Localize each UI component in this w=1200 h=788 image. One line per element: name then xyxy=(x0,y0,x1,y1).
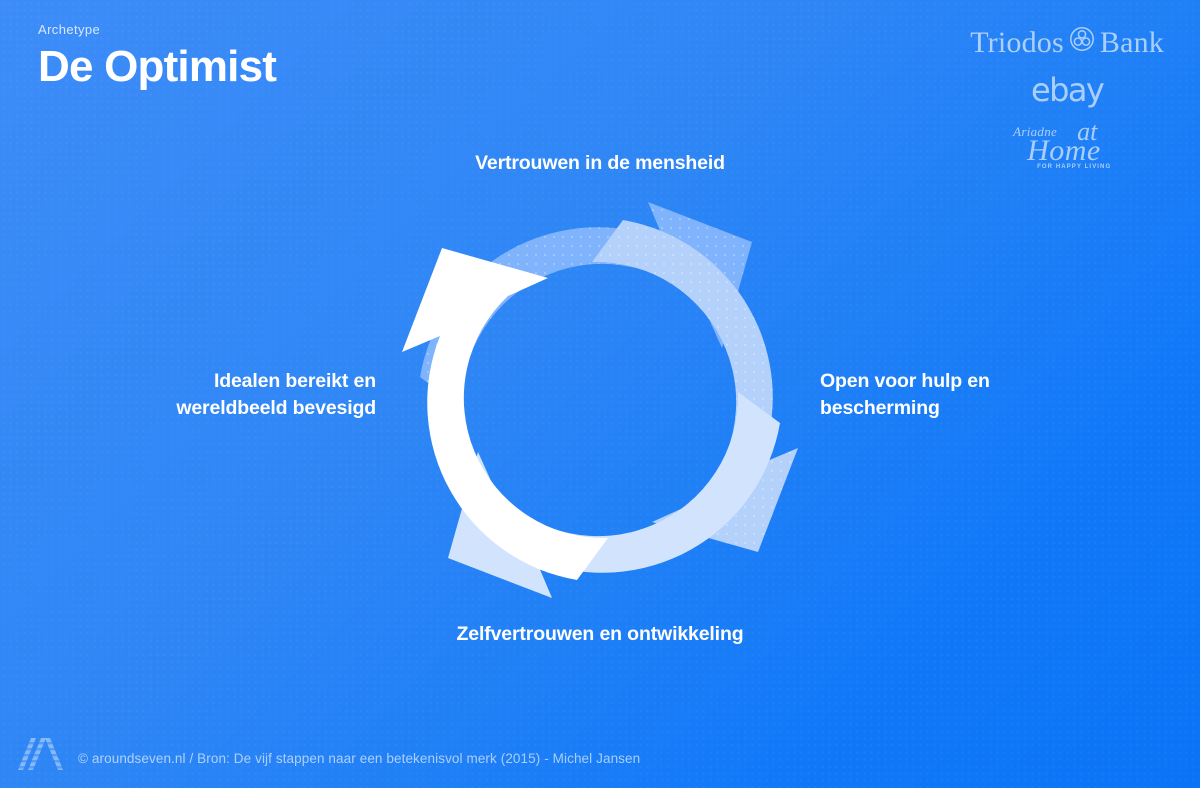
triodos-emblem-icon xyxy=(1069,26,1095,60)
triodos-bank-logo: Triodos Bank xyxy=(970,26,1164,60)
ariadne-tagline: FOR HAPPY LIVING xyxy=(1037,164,1112,170)
footer-credit: © aroundseven.nl / Bron: De vijf stappen… xyxy=(78,751,641,766)
cycle-label-left-line2: wereldbeeld bevesigd xyxy=(176,396,376,419)
page-title: De Optimist xyxy=(38,42,277,91)
ariadne-at-home-logo: Ariadne at Home FOR HAPPY LIVING xyxy=(1007,117,1127,170)
cycle-segment-left xyxy=(402,248,608,580)
cycle-label-bottom: Zelfvertrouwen en ontwikkeling xyxy=(456,623,744,645)
cycle-label-left: Idealen bereikt en wereldbeeld bevesigd xyxy=(100,368,376,422)
triodos-word: Triodos xyxy=(970,26,1064,59)
cycle-label-top: Vertrouwen in de mensheid xyxy=(475,152,725,174)
ariadne-home-word: Home xyxy=(1027,134,1101,167)
cycle-label-right: Open voor hulp en bescherming xyxy=(820,368,1050,422)
ariadne-at-word: at xyxy=(1077,117,1098,146)
header: Archetype De Optimist xyxy=(38,22,277,91)
aroundseven-logo-icon xyxy=(14,732,66,774)
eyebrow-label: Archetype xyxy=(38,22,101,37)
cycle-label-left-line1: Idealen bereikt en xyxy=(213,370,376,392)
bank-word: Bank xyxy=(1099,26,1164,59)
ariadne-word: Ariadne xyxy=(1013,124,1058,139)
cycle-label-right-line1: Open voor hulp en xyxy=(820,370,990,392)
client-logo-strip: Triodos Bank ebay Ariadne at Home FOR HA… xyxy=(970,26,1164,170)
ebay-logo: ebay xyxy=(1031,71,1105,109)
cycle-diagram xyxy=(382,182,818,618)
cycle-label-right-line2: bescherming xyxy=(820,396,940,419)
